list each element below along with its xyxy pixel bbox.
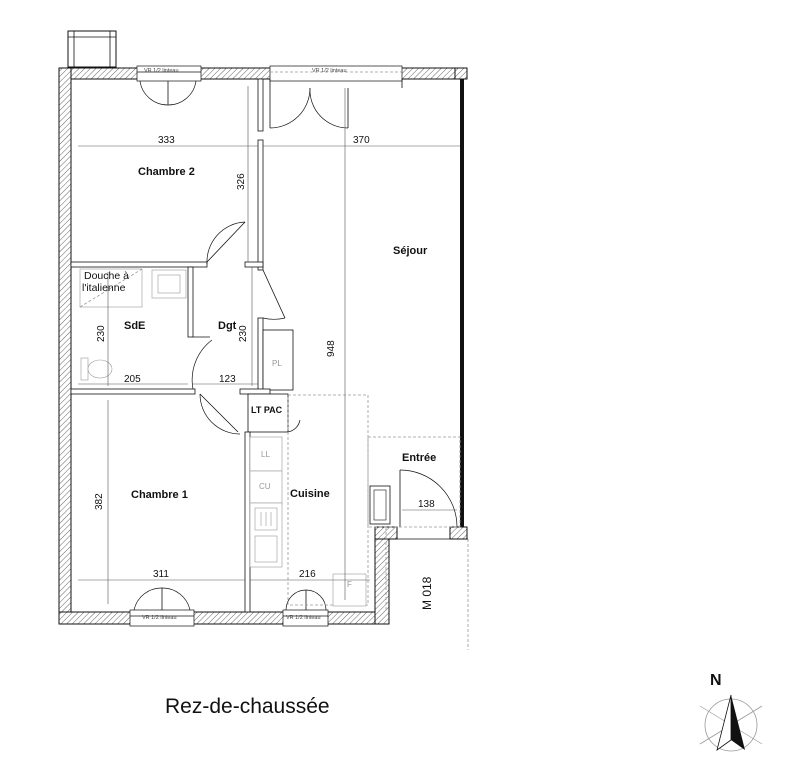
dim-sde-depth: 230 [96,325,107,342]
dim-dgt-width: 123 [219,374,236,385]
door-sde [191,336,213,390]
plan-reference: M 018 [420,576,434,610]
room-label-entree: Entrée [402,452,436,464]
interior-partitions [70,78,391,613]
sejour-french-door [269,87,349,129]
dim-sejour-width: 370 [353,135,370,146]
window-chambre1: VR 1/2 linteau [129,587,195,627]
fixture-label-f: F [347,580,352,589]
door-chambre1 [199,393,241,435]
dim-dgt-depth: 230 [238,325,249,342]
lintel-label-2: VR 1/2 linteau [312,68,347,74]
shower-label-line2: l'italienne [82,282,126,294]
roof-vent [67,30,117,68]
window-cuisine: VR 1/2 linteau [282,589,329,627]
fixture-label-pl: PL [272,359,282,368]
room-label-chambre2: Chambre 2 [138,166,195,178]
lintel-label-4: VR 1/2 linteau [286,615,321,621]
window-chambre2: VR 1/2 linteau [136,65,202,106]
shower-area [79,268,187,308]
floor-title: Rez-de-chaussée [165,695,330,718]
room-label-sde: SdE [124,320,145,332]
north-label: N [710,672,722,689]
shower-label-line1: Douche à [84,270,129,282]
fixture-label-ll: LL [261,450,270,459]
kitchen-fixtures [249,436,367,607]
dashed-zones [287,394,469,650]
room-label-cuisine: Cuisine [290,488,330,500]
dim-chambre1-width: 311 [153,569,169,580]
room-label-dgt: Dgt [218,320,237,332]
room-label-lt-pac: LT PAC [251,405,283,415]
room-label-chambre1: Chambre 1 [131,489,188,501]
fixture-label-cu: CU [259,482,271,491]
door-chambre2 [206,221,246,265]
door-entree [399,469,458,528]
dim-chambre2-depth: 326 [236,173,247,190]
dim-cuisine-width: 216 [299,569,316,580]
toilet [80,357,113,381]
dim-sejour-depth: 948 [326,340,337,357]
dim-chambre2-width: 333 [158,135,175,146]
room-label-sejour: Séjour [393,245,428,257]
window-sejour: VR 1/2 linteau [269,65,403,88]
dim-chambre1-depth: 382 [94,493,105,510]
door-pac [287,419,301,433]
lintel-label-3: VR 1/2 linteau [142,615,177,621]
door-sejour-dgt [262,269,286,320]
dim-entree-width: 138 [418,499,435,510]
dimension-lines [78,86,460,604]
dim-sde-width: 205 [124,374,141,385]
north-arrow-icon [699,694,763,752]
lintel-label-1: VR 1/2 linteau [144,68,179,74]
